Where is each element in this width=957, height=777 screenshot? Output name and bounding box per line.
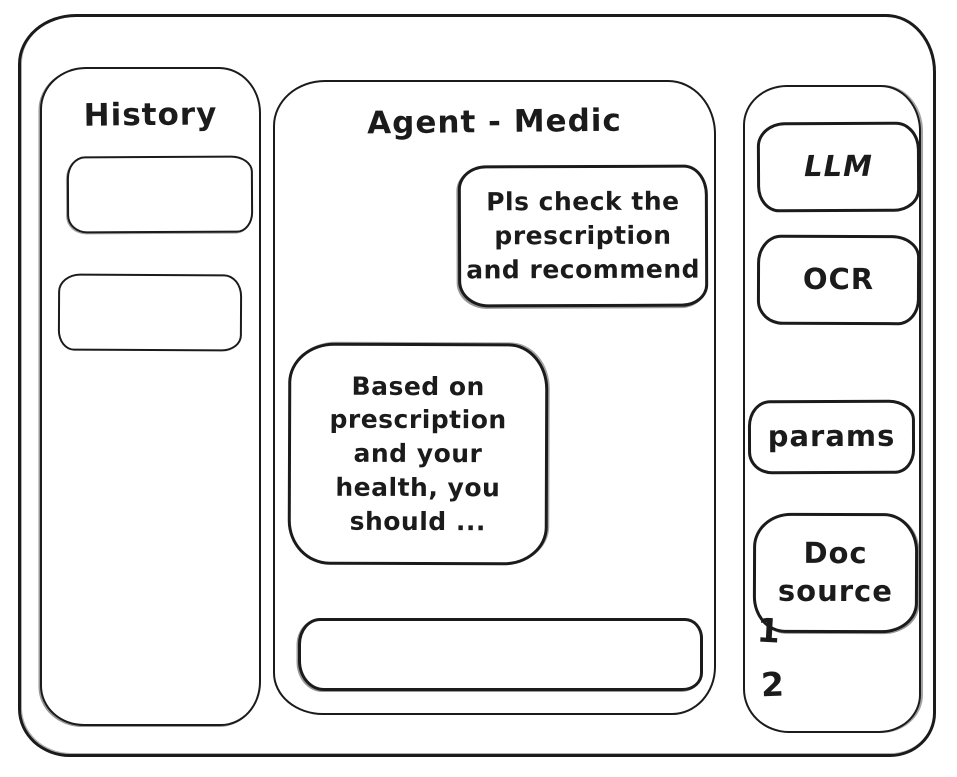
user-message-text: Pls check the prescription and recommend bbox=[466, 187, 701, 285]
agent-message-bubble: Based on prescription and your health, y… bbox=[287, 342, 549, 566]
history-item-2[interactable] bbox=[57, 273, 243, 352]
chat-title: Agent - Medic bbox=[367, 102, 622, 142]
annotation-number-1: 1 bbox=[755, 610, 781, 651]
tools-panel: LLM OCR params Doc source 1 2 bbox=[743, 85, 921, 733]
llm-button[interactable]: LLM bbox=[756, 121, 921, 213]
history-item-1[interactable] bbox=[66, 155, 254, 234]
params-button[interactable]: params bbox=[747, 399, 916, 475]
app-window-frame: History Agent - Medic Pls check the pres… bbox=[18, 14, 936, 757]
agent-message-text: Based on prescription and your health, y… bbox=[329, 371, 507, 536]
history-panel: History bbox=[40, 67, 261, 726]
history-title: History bbox=[83, 96, 218, 134]
user-message-bubble: Pls check the prescription and recommend bbox=[457, 164, 709, 308]
ocr-button[interactable]: OCR bbox=[756, 234, 921, 326]
chat-panel: Agent - Medic Pls check the prescription… bbox=[273, 80, 716, 715]
message-input[interactable] bbox=[298, 618, 703, 691]
annotation-number-2: 2 bbox=[760, 664, 785, 705]
